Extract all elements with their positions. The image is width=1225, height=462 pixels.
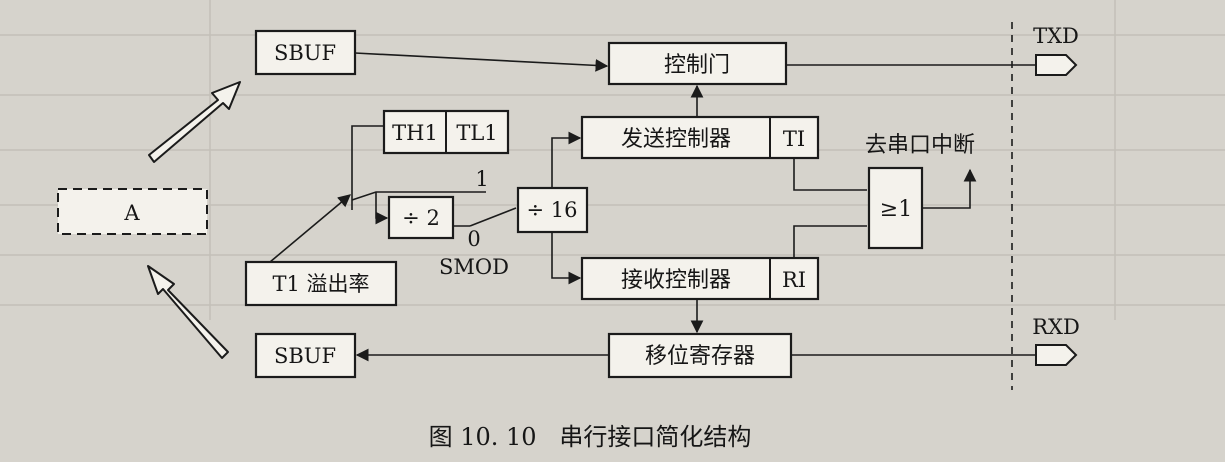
rx-controller-label: 接收控制器 bbox=[621, 268, 731, 293]
divide-by-2-label: ÷ 2 bbox=[402, 206, 440, 230]
smod-label: SMOD bbox=[439, 255, 509, 279]
divide-by-16-block: ÷ 16 bbox=[516, 186, 589, 234]
figure-caption: 图 10. 10 串行接口简化结构 bbox=[429, 423, 752, 451]
rxd-label: RXD bbox=[1032, 315, 1080, 339]
or-gate-label: ≥1 bbox=[880, 197, 912, 222]
timer1-register-block: TH1 TL1 bbox=[382, 109, 510, 155]
rx-controller-block: 接收控制器 RI bbox=[580, 256, 820, 301]
sbuf-rx-label: SBUF bbox=[274, 344, 336, 368]
sbuf-tx-block: SBUF bbox=[254, 29, 357, 76]
or-gate-block: ≥1 bbox=[867, 166, 924, 250]
tx-controller-label: 发送控制器 bbox=[621, 127, 731, 152]
txd-pin: TXD bbox=[1033, 24, 1079, 76]
divide-by-2-block: ÷ 2 bbox=[387, 195, 455, 240]
th1-label: TH1 bbox=[392, 121, 438, 145]
divide-by-16-label: ÷ 16 bbox=[527, 198, 578, 222]
signal-wires bbox=[269, 52, 1036, 362]
sbuf-rx-block: SBUF bbox=[254, 332, 357, 379]
control-gate-label: 控制门 bbox=[664, 53, 730, 78]
bus-to-sbuf-tx-arrow bbox=[148, 81, 241, 163]
rxd-pin: RXD bbox=[1032, 315, 1080, 366]
tl1-label: TL1 bbox=[456, 121, 497, 145]
interrupt-label: 去串口中断 bbox=[865, 133, 975, 158]
tx-controller-block: 发送控制器 TI bbox=[580, 115, 820, 160]
sbuf-tx-label: SBUF bbox=[274, 41, 336, 65]
control-gate-block: 控制门 bbox=[607, 41, 788, 86]
smod-zero-label: 0 bbox=[467, 227, 480, 251]
txd-label: TXD bbox=[1033, 24, 1079, 48]
bus-block: A bbox=[57, 188, 208, 235]
sbuf-rx-to-bus-arrow bbox=[147, 265, 229, 359]
shift-register-label: 移位寄存器 bbox=[645, 344, 755, 369]
t1-overflow-block: T1 溢出率 bbox=[244, 260, 398, 307]
smod-one-label: 1 bbox=[475, 167, 488, 191]
ti-flag-label: TI bbox=[783, 127, 805, 151]
bus-label: A bbox=[123, 201, 140, 225]
ri-flag-label: RI bbox=[782, 268, 806, 292]
t1-overflow-label: T1 溢出率 bbox=[272, 272, 369, 296]
shift-register-block: 移位寄存器 bbox=[607, 332, 793, 379]
